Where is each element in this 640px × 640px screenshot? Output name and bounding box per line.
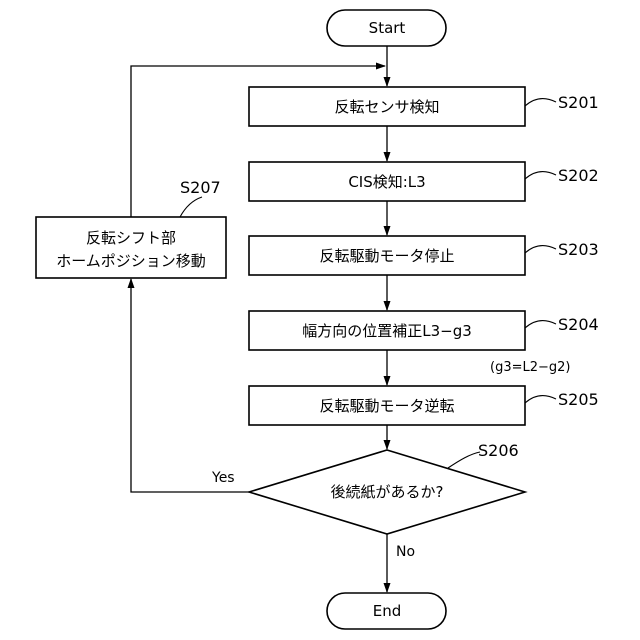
- step-label-s207: S207: [180, 178, 221, 197]
- leader-s206: [448, 452, 480, 468]
- yes-label: Yes: [211, 470, 235, 486]
- leader-s203: [525, 246, 556, 253]
- process-s203-text: 反転駆動モータ停止: [319, 247, 454, 265]
- step-label-s201: S201: [558, 93, 599, 112]
- leader-s204: [525, 321, 556, 328]
- leader-s205: [525, 396, 556, 403]
- process-s205-text: 反転駆動モータ逆転: [319, 397, 454, 415]
- step-label-s202: S202: [558, 166, 599, 185]
- arrow-yes-to-s207: [131, 279, 249, 492]
- no-label: No: [396, 544, 415, 560]
- step-label-s206: S206: [478, 441, 519, 460]
- process-s207-line2: ホームポジション移動: [56, 252, 206, 270]
- step-label-s205: S205: [558, 390, 599, 409]
- start-label: Start: [369, 19, 406, 37]
- leader-s201: [525, 99, 556, 106]
- process-s201-text: 反転センサ検知: [334, 98, 439, 116]
- process-s204-text: 幅方向の位置補正L3−g3: [302, 322, 472, 340]
- process-s202-text: CIS検知:L3: [348, 173, 425, 191]
- note-s204: (g3=L2−g2): [490, 360, 571, 375]
- end-label: End: [373, 602, 402, 620]
- step-label-s204: S204: [558, 315, 599, 334]
- leader-s202: [525, 172, 556, 179]
- process-s207-line1: 反転シフト部: [86, 229, 176, 247]
- decision-s206-text: 後続紙があるか?: [331, 483, 444, 501]
- leader-s207: [180, 197, 202, 217]
- step-label-s203: S203: [558, 240, 599, 259]
